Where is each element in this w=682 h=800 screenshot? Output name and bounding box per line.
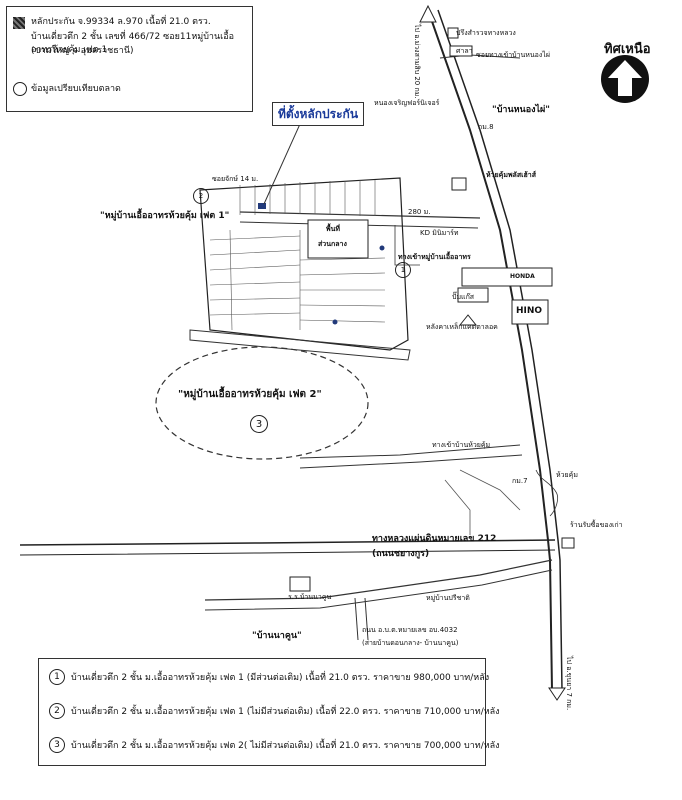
phase2-ellipse: [155, 346, 369, 460]
label-huaykum: ห้วยคุ้ม: [556, 471, 578, 479]
road-hk-entrance-b: [299, 454, 523, 469]
comparison-row-2: 2 บ้านเดี่ยวตึก 2 ชั้น ม.เอื้ออาทรห้วยคุ…: [49, 703, 500, 719]
north-arrow-icon: [601, 55, 649, 103]
village-lots: [209, 180, 386, 331]
label-central-2: ส่วนกลาง: [318, 240, 347, 248]
comp1-marker-icon: 1: [395, 262, 411, 278]
label-gas: ปั๊มแก๊ส: [452, 293, 475, 301]
collateral-callout: ที่ตั้งหลักประกัน: [272, 102, 364, 126]
label-km8: กม.8: [478, 123, 494, 131]
temple-icon: [458, 314, 478, 326]
phase2-number-icon: 3: [250, 415, 268, 433]
hk-furniture-building: [451, 177, 467, 191]
collateral-swatch-icon: [13, 17, 25, 29]
label-road-280: 280 ม.: [408, 208, 431, 216]
comparison-number-icon: 2: [49, 703, 65, 719]
label-hardware: หนองเจริญฟอร์นิเจอร์: [374, 99, 440, 107]
hino-building: [511, 299, 549, 325]
label-honda: HONDA: [510, 273, 535, 280]
road-nakun-branch-2: [444, 479, 471, 535]
comparison-circle-icon: [13, 82, 27, 96]
central-area: [307, 219, 369, 259]
comparison-row-1: 1 บ้านเดี่ยวตึก 2 ชั้น ม.เอื้ออาทรห้วยคุ…: [49, 669, 489, 685]
comparison-number-icon: 3: [49, 737, 65, 753]
comparison-text: บ้านเดี่ยวตึก 2 ชั้น ม.เอื้ออาทรห้วยคุ้ม…: [71, 741, 500, 751]
label-hino: HINO: [516, 306, 543, 316]
arrow-north-icon: [419, 4, 437, 23]
label-hk-entrance: ทางเข้าบ้านห้วยคุ้ม: [432, 441, 491, 449]
label-nongpai-junction: ซอยทางเข้าบ้านหนองไผ่: [476, 51, 550, 59]
label-ban-nongpai: "บ้านหนองไผ่": [492, 105, 550, 115]
callout-pointer: [263, 123, 301, 205]
road-212: [19, 539, 556, 546]
comp2-marker-icon: 2: [193, 188, 209, 204]
label-temple: หลังคาเหล็กแคตตาลอค: [426, 323, 498, 331]
label-chayangkun: (ถนนชยางกูร): [372, 549, 430, 559]
gas-station: [457, 287, 489, 303]
label-sala: ศาลา: [456, 47, 473, 55]
label-road-south: ไป อ.ขุนยา 7 กม.: [565, 656, 573, 711]
road-vertical-4032: [354, 597, 359, 641]
label-phase1: "หมู่บ้านเอื้ออาทรห้วยคุ้ม เฟต 1": [100, 211, 230, 221]
main-highway: [427, 9, 553, 691]
village-phase1: [199, 177, 409, 351]
label-central-1: พื้นที่: [326, 225, 341, 233]
school-building: [289, 576, 311, 592]
label-ban-nakun: "บ้านนาคูน": [252, 631, 302, 641]
north-label: ทิศเหนือ: [604, 42, 651, 57]
legend-line3: (ขามใหญ่ จ อุบลราชธานี): [31, 46, 134, 56]
river-icon: [535, 469, 558, 517]
label-hwy212: ทางหลวงแผ่นดินหมายเลข 212: [372, 534, 497, 544]
label-shop: ร้านรับซื้อของเก่า: [570, 521, 623, 529]
label-km7: กม.7: [512, 477, 528, 485]
shop-building: [561, 537, 575, 549]
legend-box: หลักประกัน จ.99334 ล.970 เนื้อที่ 21.0 ต…: [6, 6, 253, 112]
comparison-box: 1 บ้านเดี่ยวตึก 2 ชั้น ม.เอื้ออาทรห้วยคุ…: [38, 658, 500, 766]
road-hk-entrance: [299, 444, 521, 459]
label-school: ปรึงสำรวจทางหลวง: [456, 29, 516, 37]
label-school-bnk: ร.ร.บ้านนาคูน: [288, 593, 332, 601]
village-lower-road: [189, 329, 411, 361]
collateral-marker: [258, 203, 266, 209]
road-nakun-branch: [459, 469, 521, 511]
main-highway-edge: [437, 9, 563, 691]
comp-dot-1: [379, 245, 385, 251]
label-village-bnk: หมู่บ้านปรีชาติ: [426, 594, 470, 602]
road-kd-link: [394, 225, 420, 266]
honda-building: [461, 267, 553, 287]
label-village-entrance: ทางเข้าหมู่บ้านเอื้ออาทร: [398, 253, 471, 261]
label-soi14: ซอยจักษ์ 14 ม.: [212, 175, 259, 183]
arrow-south-icon: [548, 687, 566, 701]
comparison-text: บ้านเดี่ยวตึก 2 ชั้น ม.เอื้ออาทรห้วยคุ้ม…: [71, 707, 500, 717]
road-212-b: [19, 549, 556, 556]
label-phase2: "หมู่บ้านเอื้ออาทรห้วยคุ้ม เฟต 2": [178, 389, 322, 400]
label-hk-furniture: ห้วยคุ้มพลัสเฮ้าส์: [486, 171, 536, 179]
legend-line2: บ้านเดี่ยวตึก 2 ชั้น เลขที่ 466/72 ซอย11…: [31, 32, 235, 55]
legend-line1: หลักประกัน จ.99334 ล.970 เนื้อที่ 21.0 ต…: [31, 17, 211, 27]
label-road-north: ไป อ.ม่วงสามสิบ 20 กม.: [413, 24, 421, 99]
road-4032: [204, 559, 553, 601]
label-road4032: ถนน อ.บ.ต.หมายเลข อบ.4032: [362, 626, 458, 634]
label-road4032-sub: (สายบ้านดอนกลาง- บ้านนาคูน): [362, 639, 459, 647]
sala-box: [449, 45, 473, 57]
top-school-box: [447, 27, 459, 39]
comparison-row-3: 3 บ้านเดี่ยวตึก 2 ชั้น ม.เอื้ออาทรห้วยคุ…: [49, 737, 500, 753]
comparison-number-icon: 1: [49, 669, 65, 685]
road-vertical-4032b: [364, 597, 369, 641]
comparison-text: บ้านเดี่ยวตึก 2 ชั้น ม.เอื้ออาทรห้วยคุ้ม…: [71, 673, 490, 683]
road-4032-b: [204, 569, 553, 611]
label-kd-mart: KD มินิมาร์ท: [420, 229, 459, 237]
legend-comparison: ข้อมูลเปรียบเทียบตลาด: [31, 84, 121, 94]
collateral-dot: [332, 319, 338, 325]
